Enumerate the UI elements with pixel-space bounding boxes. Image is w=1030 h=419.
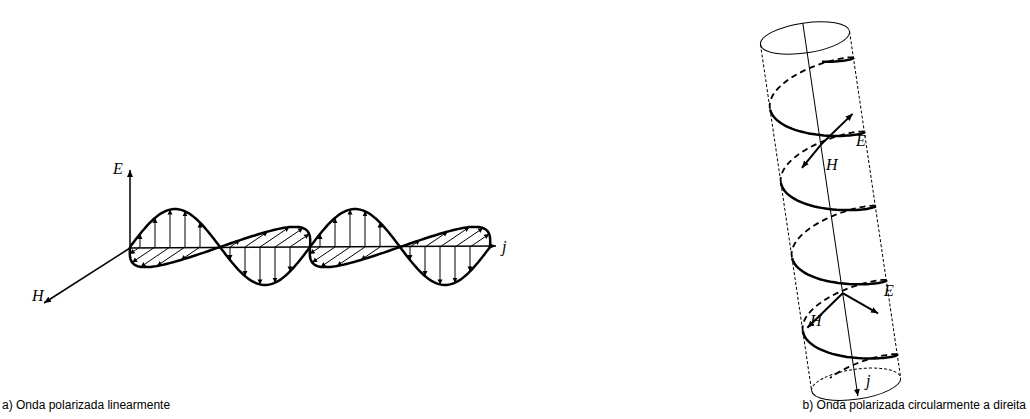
e-vector — [260, 247, 261, 284]
e-vector — [290, 247, 291, 271]
h-vector — [455, 228, 483, 247]
e-vector — [170, 210, 171, 247]
helix-curve — [786, 205, 881, 258]
e-wave — [130, 209, 490, 285]
field-symbol: E — [884, 282, 894, 300]
helix-curve — [770, 97, 864, 147]
h-vector — [310, 247, 320, 254]
helix-curve — [775, 131, 870, 183]
linear-wave — [44, 170, 496, 303]
axis-symbol: j — [866, 372, 870, 390]
circular-wave — [758, 17, 903, 406]
e-vector — [425, 247, 426, 276]
e-vector — [365, 211, 366, 247]
e-vector — [245, 247, 246, 276]
subfigure-caption: b) Onda polarizada circularmente a direi… — [803, 398, 1026, 412]
helix-curve — [781, 170, 876, 221]
h-vector — [290, 234, 309, 247]
e-axis — [129, 170, 131, 248]
e-vector — [440, 247, 441, 284]
h-wave — [130, 227, 490, 267]
e-vector — [380, 223, 381, 247]
e-vector — [817, 114, 856, 145]
h-vector — [275, 228, 303, 247]
cylinder-side — [850, 31, 901, 377]
e-vector — [350, 210, 351, 247]
helix-curve — [764, 57, 859, 110]
field-symbol: E — [113, 160, 123, 178]
e-vector — [200, 223, 201, 247]
e-vector — [335, 218, 336, 247]
e-vector — [155, 218, 156, 247]
h-vector — [130, 247, 140, 254]
field-symbol: H — [826, 156, 838, 174]
helix-curve — [792, 245, 886, 295]
axis-symbol: j — [502, 238, 506, 256]
field-symbol: H — [810, 312, 822, 330]
h-vector — [470, 234, 489, 247]
subfigure-caption: a) Onda polarizada linearmente — [2, 398, 170, 412]
h-axis — [44, 248, 130, 303]
h-vector — [803, 293, 847, 328]
helix-curve — [828, 353, 899, 378]
helix-curve — [797, 279, 892, 331]
e-vector — [470, 247, 471, 271]
e-vector — [185, 211, 186, 247]
e-vector — [275, 247, 276, 283]
cylinder-side — [760, 45, 811, 391]
h-vector — [799, 145, 824, 168]
e-vector — [843, 289, 878, 318]
e-vector — [455, 247, 456, 283]
field-symbol: E — [856, 132, 866, 150]
field-symbol: H — [32, 287, 44, 305]
